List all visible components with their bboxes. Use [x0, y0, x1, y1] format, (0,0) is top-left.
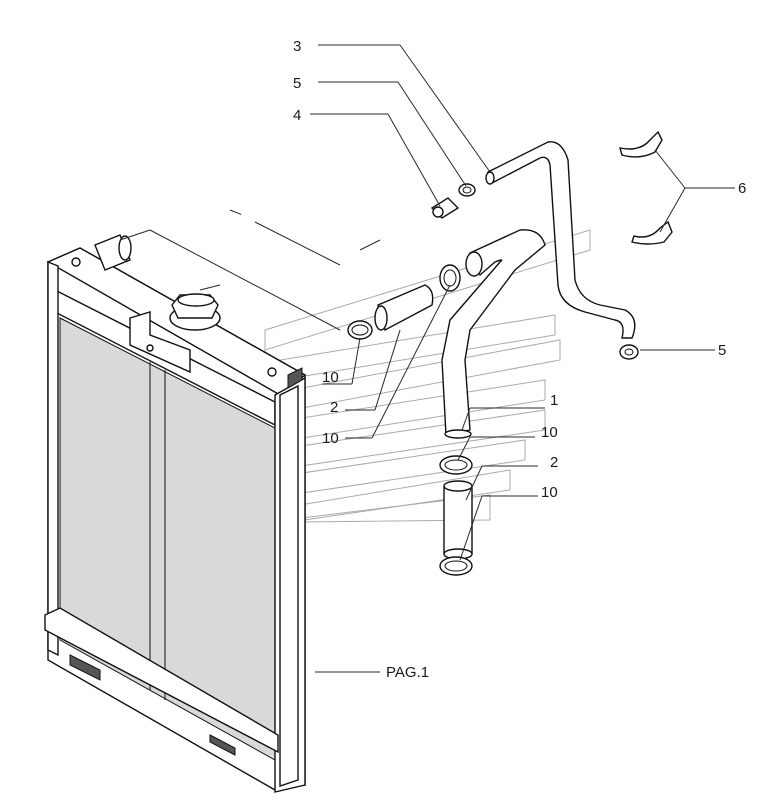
clip-part-5-right	[619, 344, 639, 360]
lower-hose-part-1	[441, 229, 546, 439]
hose-clamps-part-10	[347, 264, 473, 576]
callout-2-b: 2	[550, 454, 558, 471]
clips-part-6	[619, 130, 673, 245]
hose-part-2-upper	[374, 284, 434, 332]
callout-2-a: 2	[330, 399, 338, 416]
upper-hose-part-3	[485, 141, 636, 339]
page-reference-label: PAG.1	[386, 664, 429, 681]
radiator	[44, 234, 307, 793]
leader-lines	[310, 44, 735, 673]
hose-part-2-lower	[443, 480, 473, 560]
callout-4: 4	[293, 107, 301, 124]
background-guide-planes	[224, 229, 591, 526]
callout-10-c: 10	[541, 424, 558, 441]
callout-5-right: 5	[718, 342, 726, 359]
callout-6: 6	[738, 180, 746, 197]
callout-10-b: 10	[322, 430, 339, 447]
callout-10-d: 10	[541, 484, 558, 501]
fitting-part-4	[430, 197, 460, 219]
clip-part-5-top	[458, 183, 476, 197]
callout-10-a: 10	[322, 369, 339, 386]
callout-5-top: 5	[293, 75, 301, 92]
callout-1: 1	[550, 392, 558, 409]
callout-3: 3	[293, 38, 301, 55]
assembly-path-lines	[119, 209, 381, 331]
